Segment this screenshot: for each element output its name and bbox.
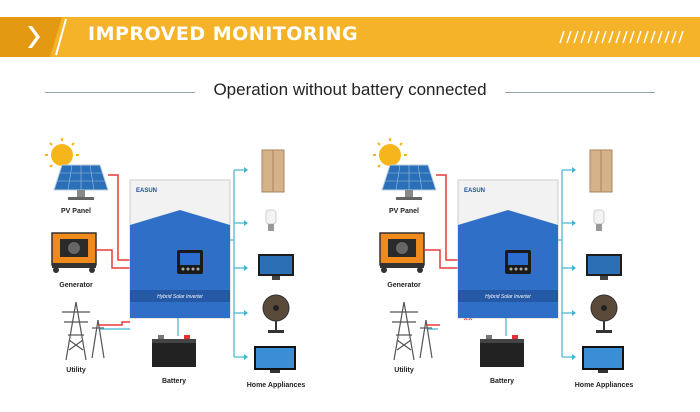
- inverter-icon: EASUN Hybrid Solar Inverter: [129, 179, 231, 319]
- sun-icon: [45, 138, 79, 172]
- output-bus: [558, 169, 572, 358]
- refrigerator-icon: [261, 149, 285, 193]
- solar-panel-icon: [53, 164, 109, 200]
- utility-tower-icon: [390, 301, 433, 361]
- fan-icon: [262, 294, 290, 333]
- generator-icon: [51, 232, 97, 273]
- tv-icon: [582, 346, 624, 373]
- pv-wire: [424, 174, 458, 326]
- generator-icon: [379, 232, 425, 273]
- refrigerator-icon: [589, 149, 613, 193]
- fan-icon: [590, 294, 618, 333]
- inverter-brand: EASUN: [464, 188, 485, 194]
- diagram-left: EASUN Hybrid Solar Inverter: [0, 110, 350, 410]
- monitor-icon: [258, 254, 294, 280]
- label-generator: Generator: [59, 282, 93, 289]
- label-home-appliances: Home Appliances: [246, 382, 306, 389]
- light-bulb-icon: [593, 209, 605, 231]
- label-pv-panel: PV Panel: [389, 208, 419, 215]
- light-bulb-icon: [265, 209, 277, 231]
- chevron-right-icon: [28, 26, 40, 48]
- label-home-appliances: Home Appliances: [574, 382, 634, 389]
- inverter-label: Hybrid Solar Inverter: [157, 294, 203, 300]
- inverter-icon: EASUN Hybrid Solar Inverter: [457, 179, 559, 319]
- label-generator: Generator: [387, 282, 421, 289]
- battery-icon: [152, 335, 196, 367]
- label-pv-panel: PV Panel: [61, 208, 91, 215]
- header-banner: [0, 17, 700, 57]
- tv-icon: [254, 346, 296, 373]
- divider-left: [45, 92, 195, 93]
- solar-panel-icon: [381, 164, 437, 200]
- output-bus: [230, 169, 244, 358]
- monitor-icon: [586, 254, 622, 280]
- utility-tower-icon: [62, 301, 105, 361]
- sun-icon: [373, 138, 407, 172]
- diagram-right: ×× EASUN Hybrid Solar Inverter: [328, 110, 678, 410]
- label-utility: Utility: [394, 367, 414, 374]
- battery-icon: [480, 335, 524, 367]
- label-battery: Battery: [161, 378, 187, 385]
- label-battery: Battery: [489, 378, 515, 385]
- pv-wire: [96, 174, 130, 326]
- banner-title: IMPROVED MONITORING: [88, 23, 359, 45]
- inverter-label: Hybrid Solar Inverter: [485, 294, 531, 300]
- page-subtitle: Operation without battery connected: [213, 80, 487, 99]
- divider-right: [505, 92, 655, 93]
- label-utility: Utility: [66, 367, 86, 374]
- inverter-brand: EASUN: [136, 188, 157, 194]
